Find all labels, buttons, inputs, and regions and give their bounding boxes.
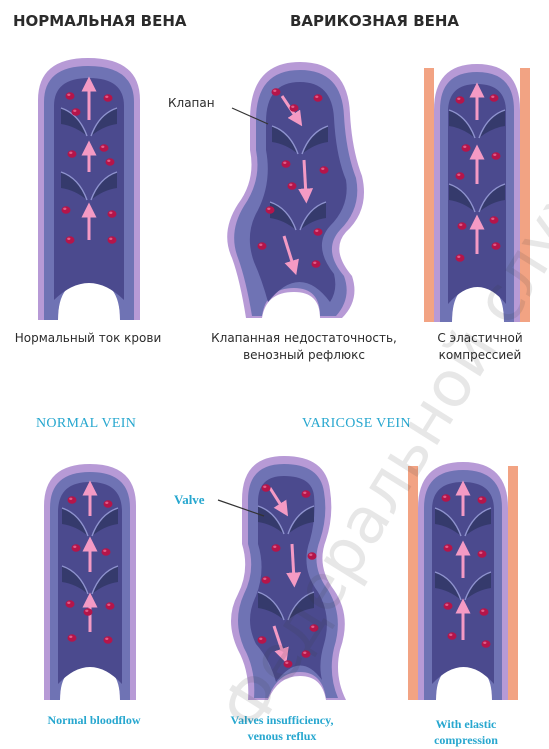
en-caption-compression-line1: With elastic [404, 716, 528, 732]
en-caption-varicose-line2: venous reflux [192, 728, 372, 744]
en-caption-varicose: Valves insufficiency, venous reflux [192, 712, 372, 744]
en-caption-normal: Normal bloodflow [14, 712, 174, 728]
en-caption-compression-line2: compression [404, 732, 528, 748]
en-caption-varicose-line1: Valves insufficiency, [192, 712, 372, 728]
en-caption-compression: With elastic compression [404, 716, 528, 748]
